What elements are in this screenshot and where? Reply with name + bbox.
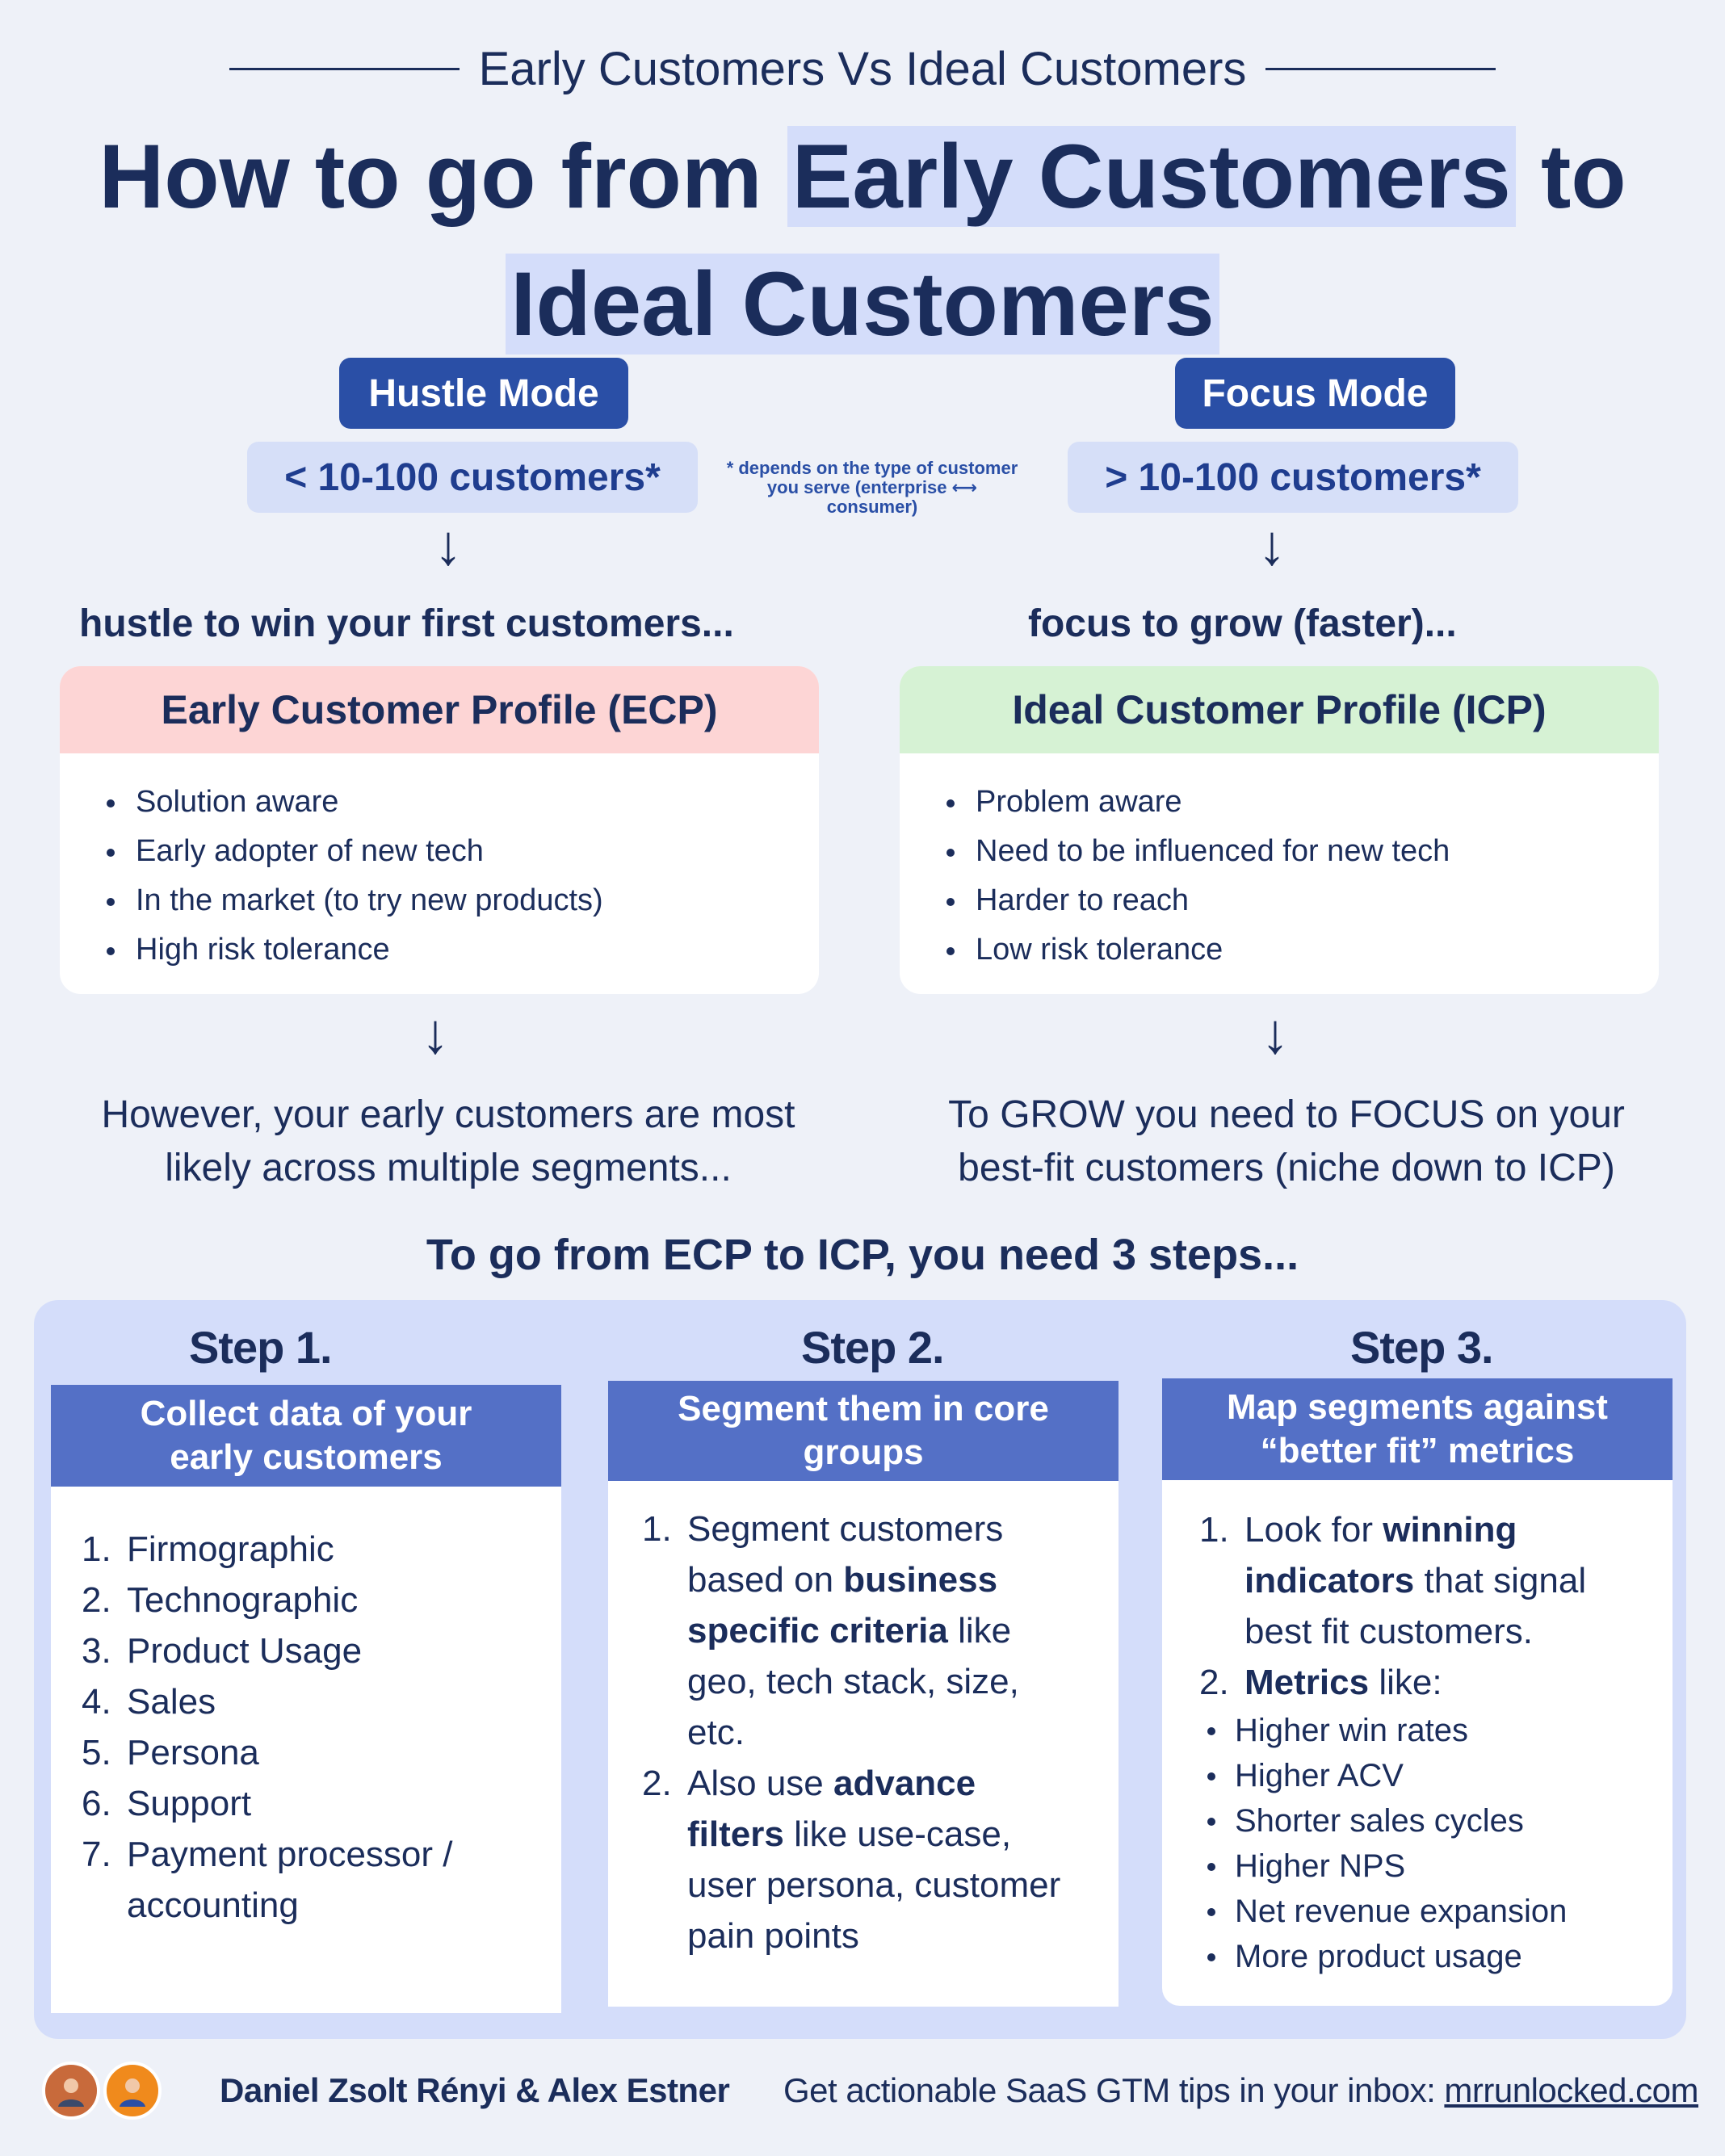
footer-authors: Daniel Zsolt Rényi & Alex Estner: [220, 2071, 730, 2109]
list-item: Shorter sales cycles: [1199, 1798, 1673, 1844]
list-item: High risk tolerance: [107, 925, 819, 975]
list-item: Harder to reach: [946, 876, 1659, 925]
kicker: Early Customers Vs Ideal Customers: [0, 42, 1725, 96]
list-item: Need to be influenced for new tech: [946, 827, 1659, 876]
list-item: accounting: [127, 1885, 299, 1925]
ecp-consequence: However, your early customers are most l…: [101, 1093, 795, 1189]
focus-mode-badge: Focus Mode: [1175, 358, 1455, 429]
list-item: In the market (to try new products): [107, 876, 819, 925]
step3-label: Step 3.: [1350, 1322, 1494, 1373]
list-item: 7.Payment processor /: [82, 1835, 453, 1874]
hustle-lead: hustle to win your first customers...: [79, 602, 734, 645]
headline-part2: to: [1540, 126, 1626, 227]
icp-card: Ideal Customer Profile (ICP) Problem awa…: [900, 666, 1659, 994]
person-avatar-icon: [42, 2062, 100, 2120]
kicker-text: Early Customers Vs Ideal Customers: [478, 43, 1247, 95]
step1-list: 1.Firmographic 2.Technographic 3.Product…: [51, 1487, 561, 1931]
arrow-down-icon: ↓: [421, 1002, 450, 1065]
step3-list: 1.Look for winning indicators that signa…: [1162, 1480, 1673, 1979]
icp-consequence: To GROW you need to FOCUS on your best-f…: [948, 1093, 1625, 1189]
ecp-card-title: Early Customer Profile (ECP): [60, 666, 819, 753]
list-item: Higher ACV: [1199, 1753, 1673, 1798]
arrow-down-icon: ↓: [1257, 514, 1286, 577]
footer-link[interactable]: mrrunlocked.com: [1444, 2071, 1699, 2109]
list-item: Net revenue expansion: [1199, 1889, 1673, 1934]
step2-list: 1.Segment customers based on business sp…: [608, 1481, 1119, 1961]
icp-list: Problem aware Need to be influenced for …: [900, 753, 1659, 975]
headline-highlight-ideal: Ideal Customers: [506, 254, 1219, 354]
step1-label: Step 1.: [189, 1322, 333, 1373]
ecp-card: Early Customer Profile (ECP) Solution aw…: [60, 666, 819, 994]
arrow-down-icon: ↓: [1261, 1002, 1290, 1065]
list-item: 6.Support: [82, 1784, 252, 1823]
hustle-mode-badge: Hustle Mode: [339, 358, 628, 429]
list-item: 2.Metrics like:: [1199, 1663, 1442, 1702]
list-item: 2.Technographic: [82, 1580, 359, 1620]
list-item: 5.Persona: [82, 1733, 259, 1772]
customer-type-note: * depends on the type of customer you se…: [726, 458, 1018, 517]
arrow-down-icon: ↓: [434, 514, 463, 577]
list-item: 1.Firmographic: [82, 1529, 334, 1569]
list-item: Problem aware: [946, 778, 1659, 827]
ecp-list: Solution aware Early adopter of new tech…: [60, 753, 819, 975]
focus-lead: focus to grow (faster)...: [1028, 602, 1457, 645]
headline: How to go from Early Customers to Ideal …: [0, 113, 1725, 368]
list-item: Solution aware: [107, 778, 819, 827]
list-item: 4.Sales: [82, 1682, 216, 1722]
list-item: Higher NPS: [1199, 1844, 1673, 1889]
list-item: Early adopter of new tech: [107, 827, 819, 876]
headline-part1: How to go from: [99, 126, 762, 227]
focus-count-badge: > 10-100 customers*: [1068, 442, 1518, 513]
list-item: Low risk tolerance: [946, 925, 1659, 975]
kicker-rule-right: [1265, 68, 1496, 70]
headline-highlight-early: Early Customers: [787, 126, 1516, 227]
step3-title: Map segments against“better fit” metrics: [1162, 1378, 1673, 1480]
list-item: More product usage: [1199, 1934, 1673, 1979]
list-item: 3.Product Usage: [82, 1631, 363, 1671]
step3-card: Map segments against“better fit” metrics…: [1162, 1378, 1673, 2006]
icp-card-title: Ideal Customer Profile (ICP): [900, 666, 1659, 753]
hustle-count-badge: < 10-100 customers*: [247, 442, 698, 513]
footer-cta: Get actionable SaaS GTM tips in your inb…: [783, 2071, 1699, 2109]
step2-label: Step 2.: [801, 1322, 945, 1373]
steps-title: To go from ECP to ICP, you need 3 steps.…: [426, 1231, 1299, 1279]
list-item: 1.Look for winning: [1199, 1510, 1517, 1550]
kicker-rule-left: [229, 68, 460, 70]
list-item: 1.Segment customers: [642, 1509, 1004, 1549]
list-item: 2.Also use advance: [642, 1764, 976, 1803]
list-item: Higher win rates: [1199, 1708, 1673, 1753]
person-avatar-icon: [103, 2062, 162, 2120]
